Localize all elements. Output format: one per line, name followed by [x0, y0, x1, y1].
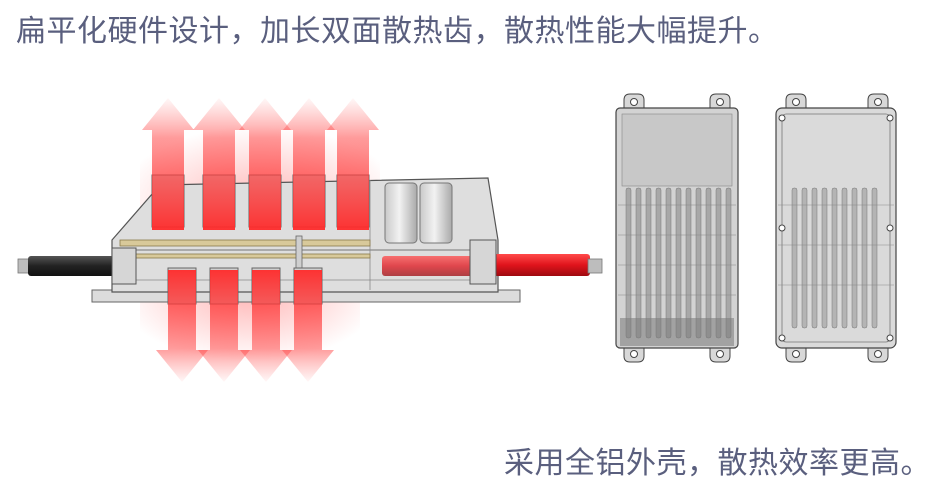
cross-section-view [17, 98, 603, 385]
cable-gland-right [469, 239, 497, 285]
red-power-cable [494, 254, 590, 276]
cable-gland-left [111, 247, 137, 285]
red-cable-terminal [587, 258, 603, 274]
heat-arrows-up [142, 98, 379, 230]
heat-arrow-up-icon [283, 98, 335, 230]
pcb-board [119, 239, 371, 247]
black-power-cable [28, 256, 114, 276]
heat-arrow-up-icon [327, 98, 379, 230]
heat-arrow-down-icon [240, 270, 292, 382]
feature-title: 扁平化硬件设计，加长双面散热齿，散热性能大幅提升。 [16, 14, 779, 49]
back-fins [791, 187, 878, 329]
capacitor-1 [384, 182, 418, 244]
screw-holes [778, 114, 894, 342]
capacitor-2 [419, 182, 453, 244]
heat-arrow-up-icon [193, 98, 245, 230]
heat-arrow-down-icon [156, 270, 208, 382]
feature-subtitle: 采用全铝外壳，散热效率更高。 [504, 446, 931, 481]
heat-arrows-down [156, 270, 334, 382]
heat-arrow-down-icon [282, 270, 334, 382]
heat-arrow-down-icon [198, 270, 250, 382]
housing-back-view [775, 93, 897, 363]
heat-arrow-up-icon [239, 98, 291, 230]
housing-front-view [615, 93, 739, 363]
heat-arrow-up-icon [142, 98, 194, 230]
red-cable-inside [382, 256, 494, 276]
